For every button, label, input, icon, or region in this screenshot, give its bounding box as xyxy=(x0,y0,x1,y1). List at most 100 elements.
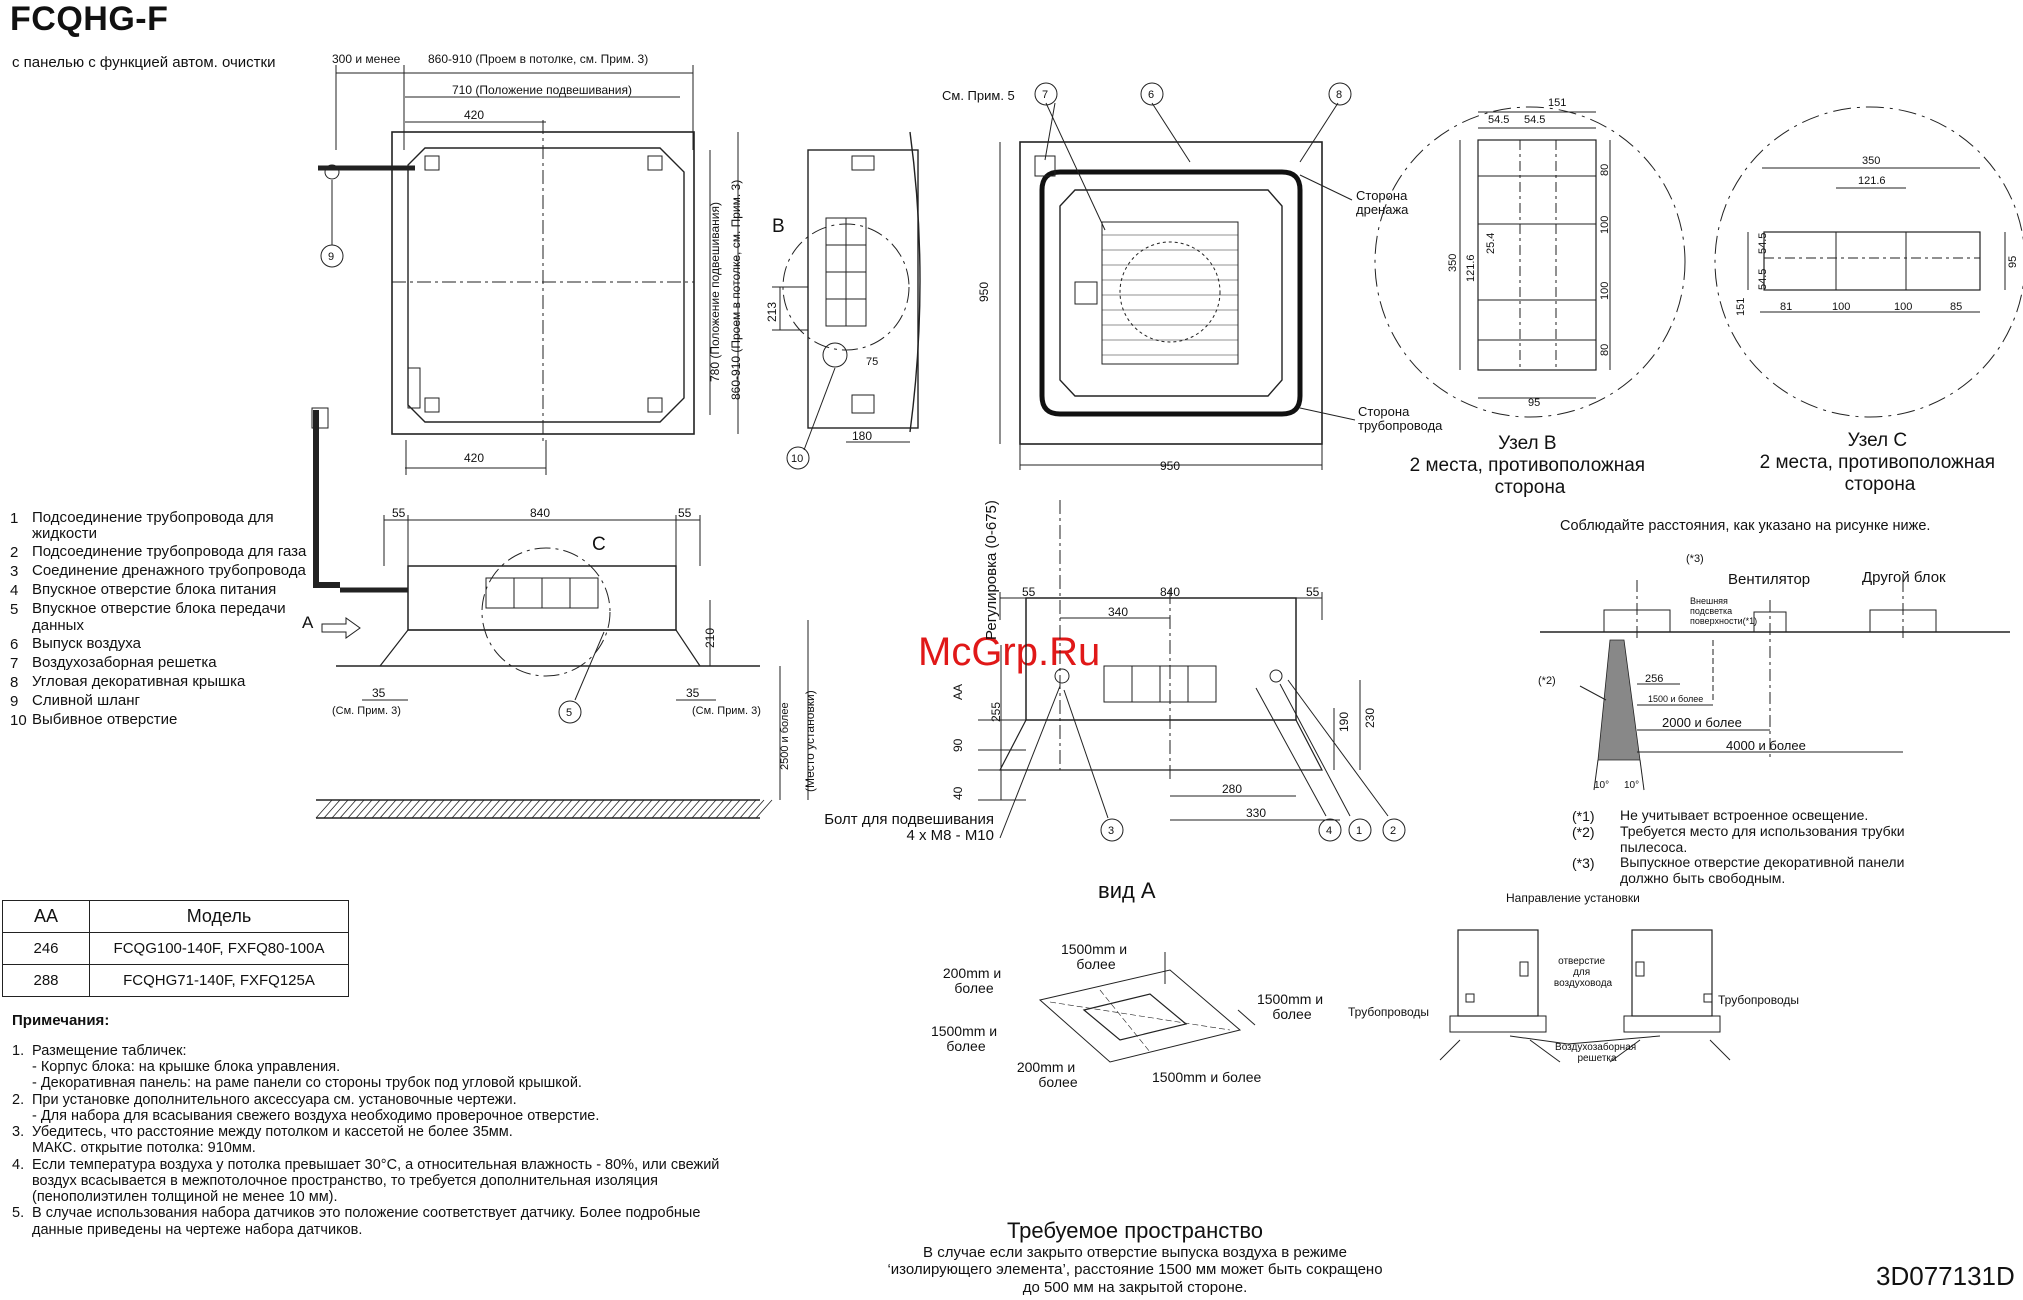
legend-num: 8 xyxy=(10,673,19,691)
clearance-heading: Соблюдайте расстояния, как указано на ри… xyxy=(1560,518,1930,534)
dim-180: 180 xyxy=(852,429,872,443)
note-num: 3. xyxy=(12,1124,25,1141)
hatch-line xyxy=(443,799,461,819)
legend-label: Выбивное отверстие xyxy=(32,710,178,728)
note-num: 5. xyxy=(12,1205,25,1222)
legend-label: Сливной шланг xyxy=(32,691,140,709)
iso-d: 1500mm и более xyxy=(931,1023,1001,1054)
detail-b xyxy=(1374,106,1686,418)
legend-label: Впускное отверстие блока передачи данных xyxy=(32,600,286,634)
adjust-label: Регулировка (0-675) xyxy=(983,500,1000,640)
pipe-side-l1: Сторона xyxy=(1358,404,1410,419)
callout-note-text: Требуется место для использования трубки… xyxy=(1620,823,1905,855)
detc-100b: 100 xyxy=(1894,301,1912,313)
va-840: 840 xyxy=(1160,585,1180,599)
detb-254: 25.4 xyxy=(1485,233,1497,254)
callout-2 xyxy=(1382,818,1406,842)
dim-420-top: 420 xyxy=(464,108,484,122)
callout-5-num: 5 xyxy=(566,707,572,719)
callout-8 xyxy=(1328,82,1352,106)
duct-l2: для xyxy=(1573,967,1590,978)
legend-label: Соединение дренажного трубопровода xyxy=(32,562,306,580)
detb-545b: 54.5 xyxy=(1524,114,1545,126)
duct-label: отверстие для воздуховода xyxy=(1554,956,1613,989)
iso-c-l1: 1500mm и xyxy=(1257,991,1323,1007)
lighting-l1: Внешняя xyxy=(1690,596,1728,606)
callout-10 xyxy=(786,446,810,470)
detb-151: 151 xyxy=(1548,97,1566,109)
duct-l1: отверстие xyxy=(1558,956,1605,967)
pipe-side-l2: трубопровода xyxy=(1358,418,1443,433)
grille-label: Воздухозаборная решетка xyxy=(1555,1041,1639,1064)
hatch-line xyxy=(691,799,709,819)
hatch-line xyxy=(347,799,365,819)
install-dir-heading: Направление установки xyxy=(1506,891,1640,905)
callout-note: (*3)Выпускное отверстие декоративной пан… xyxy=(1572,854,1905,886)
detb-80b: 80 xyxy=(1599,344,1611,356)
dim-300: 300 и менее xyxy=(332,52,401,66)
label-c: C xyxy=(592,534,606,555)
callout-7 xyxy=(1034,82,1058,106)
legend-num: 7 xyxy=(10,654,19,672)
hatch-line xyxy=(571,799,589,819)
iso-f: 1500mm и более xyxy=(1152,1069,1262,1085)
fan-label: Вентилятор xyxy=(1728,571,1810,588)
hatch-line xyxy=(523,799,541,819)
top-view xyxy=(318,65,739,475)
callout-note-num: (*1) xyxy=(1572,808,1595,824)
hatch-line xyxy=(411,799,429,819)
note5-ref: См. Прим. 5 xyxy=(942,88,1015,103)
detb-cap-l1: Узел B xyxy=(1498,433,1556,454)
clearance-diagram xyxy=(1540,580,2010,791)
table-cell: FCQHG71-140F, FXFQ125A xyxy=(89,964,349,997)
va-280: 280 xyxy=(1222,782,1242,796)
iso-space xyxy=(1038,952,1256,1063)
legend-num: 4 xyxy=(10,582,19,600)
va-55b: 55 xyxy=(1306,585,1320,599)
hatch-line xyxy=(515,799,533,819)
sva-35b: 35 xyxy=(686,686,700,700)
hatch-line xyxy=(595,799,613,819)
detc-350: 350 xyxy=(1862,155,1880,167)
detc-95: 95 xyxy=(2007,256,2019,268)
hatch-line xyxy=(491,799,509,819)
detail-b-caption: Узел B 2 места, противоположная сторона xyxy=(1410,433,1651,498)
note-item: 4.Если температура воздуха у потолка пре… xyxy=(12,1157,812,1206)
iso-b-l2: более xyxy=(954,980,993,996)
detail-c xyxy=(1714,106,2023,418)
va-55a: 55 xyxy=(1022,585,1036,599)
dim-950h: 950 xyxy=(1160,459,1180,473)
va-330: 330 xyxy=(1246,806,1266,820)
callout-1-num: 1 xyxy=(1356,825,1362,837)
hatch-line xyxy=(539,799,557,819)
detb-cap-l3: сторона xyxy=(1495,477,1566,498)
dim-420-bottom: 420 xyxy=(464,451,484,465)
table-cell: 246 xyxy=(2,932,90,965)
hatch-line xyxy=(435,799,453,819)
dim-780: 780 (Положение подвешивания) xyxy=(708,202,722,382)
iso-c: 1500mm и более xyxy=(1257,991,1327,1022)
iso-e: 200mm и более xyxy=(1017,1059,1079,1090)
grille-l2: решетка xyxy=(1577,1053,1617,1064)
note-text: В случае использования набора датчиков э… xyxy=(32,1205,701,1238)
required-space-text: В случае если закрыто отверстие выпуска … xyxy=(887,1244,1383,1296)
hatch-line xyxy=(531,799,549,819)
detc-100a: 100 xyxy=(1832,301,1850,313)
hatch-line xyxy=(619,799,637,819)
iso-a-l2: более xyxy=(1076,956,1115,972)
sva-35a: 35 xyxy=(372,686,386,700)
hatch-line xyxy=(339,799,357,819)
callout-6 xyxy=(1140,82,1164,106)
detb-80a: 80 xyxy=(1599,164,1611,176)
hatch-line xyxy=(315,799,333,819)
legend-label: Подсоединение трубопровода для жидкости xyxy=(32,509,274,543)
callout-2-num: 2 xyxy=(1390,825,1396,837)
watermark: McGrp.Ru xyxy=(918,630,1101,674)
legend-num: 2 xyxy=(10,544,19,562)
callout-note-num: (*3) xyxy=(1572,855,1595,872)
